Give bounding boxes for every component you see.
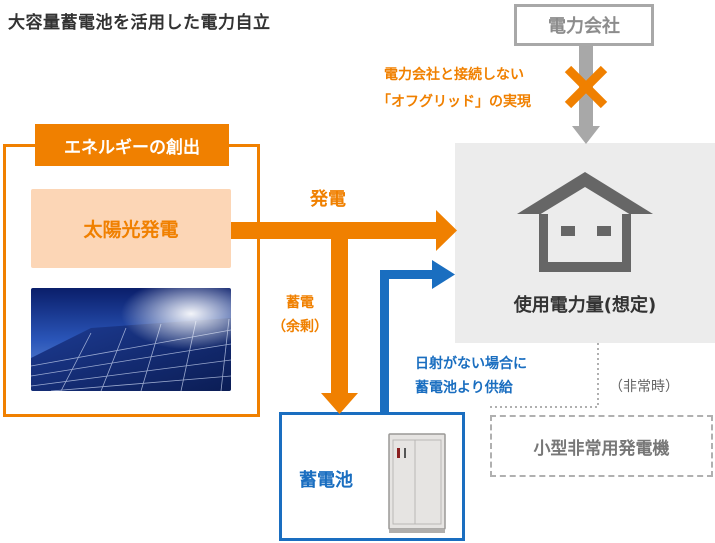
supply-arrow	[380, 260, 455, 415]
solar-panel-icon	[31, 288, 231, 391]
emergency-generator-box: 小型非常用発電機	[490, 415, 713, 477]
house-icon	[517, 172, 653, 272]
offgrid-note-line2: 「オフグリッド」の実現	[377, 94, 531, 110]
emergency-note: （非常時）	[609, 379, 679, 395]
power-company-label: 電力会社	[548, 16, 620, 37]
storage-flow-line2: （余剰）	[272, 319, 328, 335]
offgrid-note-line1: 電力会社と接続しない	[384, 67, 524, 83]
emergency-generator-label: 小型非常用発電機	[533, 438, 670, 459]
storage-flow-line1: 蓄電	[286, 295, 314, 311]
cross-icon	[564, 65, 608, 109]
generation-flow-label: 発電	[310, 189, 346, 210]
offgrid-note: 電力会社と接続しない 「オフグリッド」の実現	[360, 62, 548, 116]
solar-power-box: 太陽光発電	[31, 189, 231, 268]
solar-power-label: 太陽光発電	[83, 219, 179, 241]
battery-cabinet-icon	[388, 433, 446, 533]
battery-label: 蓄電池	[299, 470, 353, 491]
storage-arrow	[321, 230, 358, 414]
page-title: 大容量蓄電池を活用した電力自立	[8, 13, 271, 33]
supply-flow-line2: 蓄電池より供給	[415, 380, 513, 396]
solar-panel-image	[31, 288, 231, 391]
house-usage-label: 使用電力量(想定)	[513, 295, 657, 316]
power-company-box: 電力会社	[514, 4, 654, 46]
storage-flow-label: 蓄電 （余剰）	[272, 291, 328, 339]
supply-flow-line1: 日射がない場合に	[415, 356, 527, 372]
emergency-connector	[490, 343, 599, 408]
generation-label: エネルギーの創出	[35, 124, 229, 166]
supply-flow-label: 日射がない場合に 蓄電池より供給	[415, 352, 527, 400]
